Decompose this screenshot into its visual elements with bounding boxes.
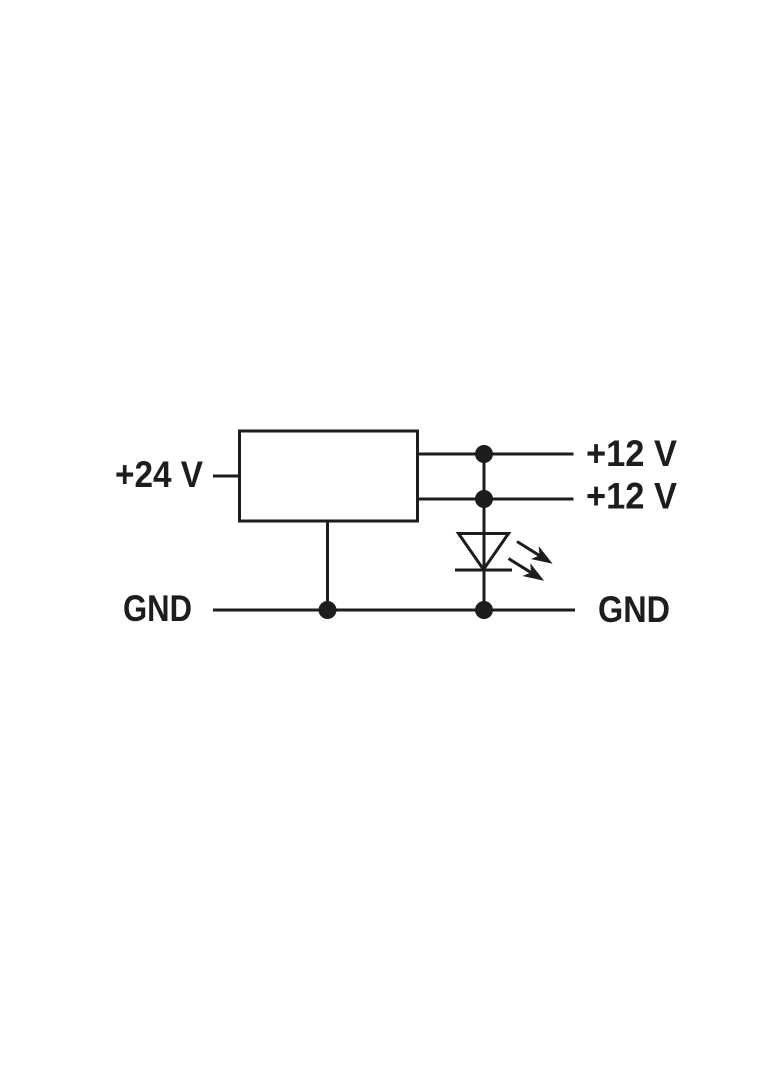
junction-dot — [475, 601, 493, 619]
led-emission-arrow-icon — [516, 540, 553, 564]
led-indicator-icon — [455, 532, 553, 581]
converter-box — [238, 429, 419, 523]
output-voltage-label-1: +12 V — [586, 433, 677, 474]
ground-label-right: GND — [598, 589, 670, 630]
junction-dot — [475, 445, 493, 463]
junction-dot — [475, 490, 493, 508]
junction-dot — [318, 601, 337, 619]
ground-label-left: GND — [123, 588, 192, 629]
output-voltage-label-2: +12 V — [586, 476, 677, 517]
input-voltage-label: +24 V — [115, 454, 203, 495]
led-triangle — [455, 532, 512, 573]
led-emission-arrow-icon — [507, 557, 545, 581]
